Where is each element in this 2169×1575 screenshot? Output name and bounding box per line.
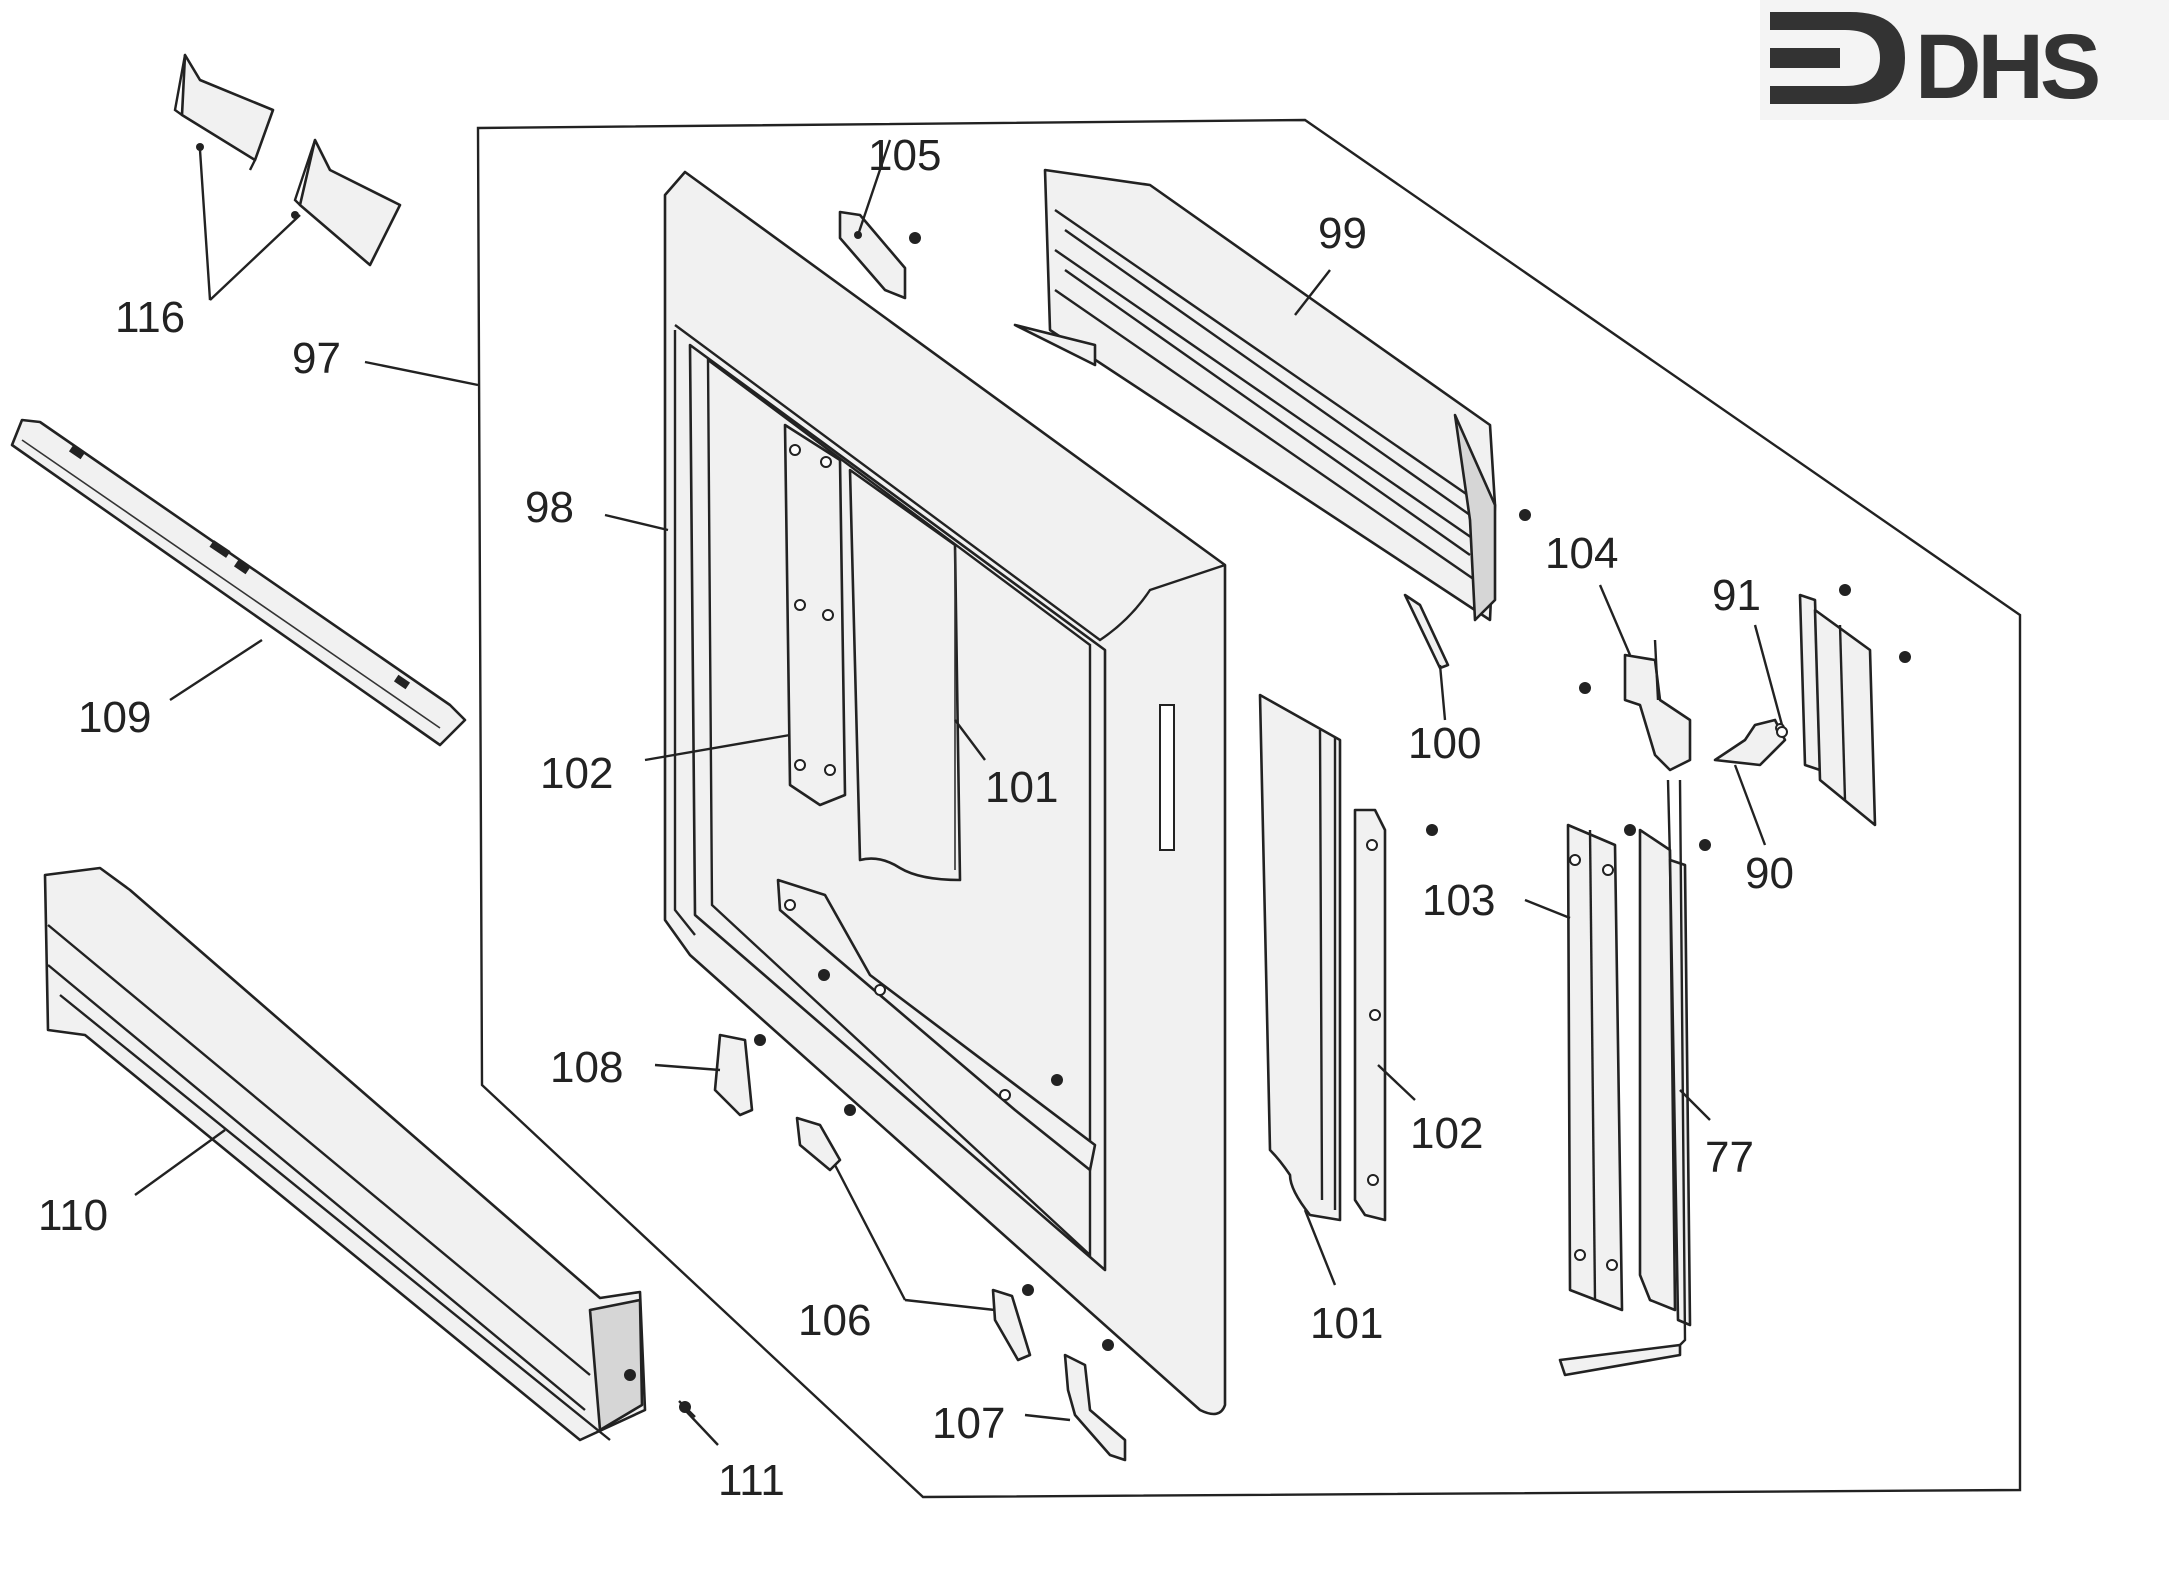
- callout-100: 100: [1408, 719, 1481, 768]
- callout-102a: 102: [540, 749, 613, 798]
- leader-77: [1679, 1089, 1711, 1121]
- callout-111: 111: [718, 1456, 785, 1505]
- leader-109: [169, 638, 263, 702]
- part-102-side-bracket: [1353, 808, 1438, 1222]
- part-104-hinge: [1579, 639, 1692, 772]
- part-105-clip: [838, 210, 921, 300]
- leader-103: [1524, 898, 1571, 920]
- leader-105: [856, 139, 892, 236]
- callout-107: 107: [932, 1399, 1005, 1448]
- part-108-clip: [713, 1033, 766, 1117]
- leader-98: [604, 513, 669, 532]
- leader-100: [1438, 664, 1447, 721]
- callout-103: 103: [1422, 876, 1495, 925]
- callout-97: 97: [292, 334, 341, 383]
- callout-101b: 101: [1310, 1299, 1383, 1348]
- dhs-logo: DHS: [1760, 0, 2169, 120]
- leader-106: [833, 1164, 996, 1312]
- part-right-bracket: [1798, 584, 1911, 827]
- part-90-latch: [1713, 718, 1787, 767]
- leader-lines: [134, 139, 1784, 1446]
- callout-108: 108: [550, 1043, 623, 1092]
- assembly-outline: [476, 118, 2022, 1499]
- part-101-center-panel: [848, 468, 962, 882]
- part-116-brackets: [173, 53, 402, 267]
- part-77-rod-assembly: [1558, 779, 1711, 1377]
- part-103-channel: [1566, 823, 1636, 1312]
- leader-116: [198, 149, 301, 301]
- callout-labels: 116 97 109 98 105 99 104 91 100 102 101 …: [38, 131, 1794, 1505]
- logo-text: DHS: [1915, 16, 2098, 118]
- leader-91: [1753, 624, 1784, 726]
- callout-109: 109: [78, 693, 151, 742]
- part-lower-brace: [776, 878, 1097, 1172]
- leader-101a: [954, 719, 986, 761]
- leader-104: [1598, 584, 1632, 656]
- callout-104: 104: [1545, 529, 1618, 578]
- leader-107: [1024, 1413, 1071, 1422]
- part-91-pin: [1776, 726, 1788, 738]
- part-109-rail: [10, 418, 467, 747]
- callout-101a: 101: [985, 763, 1058, 812]
- callout-99: 99: [1318, 209, 1367, 258]
- leader-111: [684, 1409, 719, 1446]
- leader-101b: [1303, 1209, 1337, 1286]
- leader-97: [364, 360, 479, 387]
- callout-106: 106: [798, 1296, 871, 1345]
- part-100-tab: [1403, 593, 1450, 670]
- leader-99: [1294, 269, 1331, 316]
- logo-mark-icon: [1770, 12, 1905, 104]
- callout-110: 110: [38, 1191, 108, 1240]
- callout-105: 105: [868, 131, 941, 180]
- leader-90: [1733, 764, 1767, 846]
- part-107-lever: [1063, 1339, 1127, 1462]
- callout-102b: 102: [1410, 1109, 1483, 1158]
- part-99-louver: [1013, 168, 1531, 622]
- callout-116: 116: [115, 293, 185, 342]
- part-102-inner-bracket: [783, 423, 847, 807]
- part-101-side-panel: [1258, 693, 1342, 1222]
- part-106-clips: [795, 1104, 1034, 1362]
- callout-90: 90: [1745, 849, 1794, 898]
- leader-102b: [1377, 1064, 1416, 1101]
- leader-108: [654, 1063, 721, 1072]
- part-111-screw: [678, 1400, 696, 1418]
- callout-91: 91: [1712, 571, 1761, 620]
- callout-77: 77: [1705, 1133, 1754, 1182]
- callout-98: 98: [525, 483, 574, 532]
- leader-102a: [644, 733, 791, 762]
- leader-110: [134, 1129, 226, 1196]
- part-110-bottom-beam: [43, 866, 647, 1442]
